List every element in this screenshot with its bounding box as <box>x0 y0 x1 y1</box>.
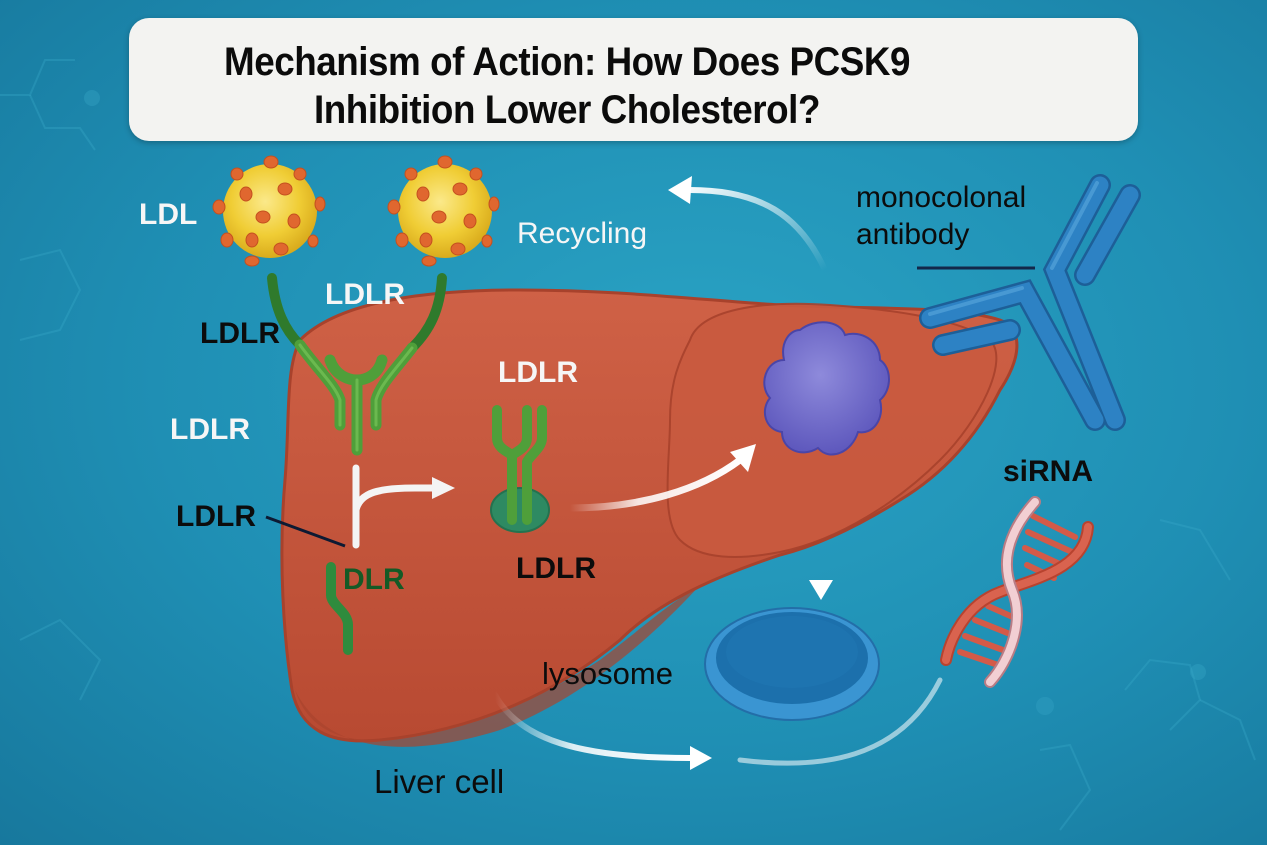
label-sirna: siRNA <box>1003 455 1094 488</box>
sirna-helix <box>940 496 1094 688</box>
ldlr-fragment <box>326 562 353 655</box>
recycling-arrow <box>668 176 828 273</box>
ldl-particle-right <box>387 155 500 267</box>
lysosome <box>704 607 880 721</box>
label-liver-cell: Liver cell <box>374 763 505 800</box>
label-monoclonal-line1: monocolonal <box>856 181 1027 214</box>
label-dlr-fragment: DLR <box>343 563 405 596</box>
complex-to-pcsk9-arrow <box>566 444 756 512</box>
title-banner: Mechanism of Action: How Does PCSK9 Inhi… <box>129 18 1138 141</box>
title-line-2: Inhibition Lower Cholesterol? <box>314 88 820 132</box>
label-ldlr-left-white: LDLR <box>170 413 250 446</box>
label-ldl: LDL <box>139 198 198 231</box>
title-line-1: Mechanism of Action: How Does PCSK9 <box>224 40 910 84</box>
background-molecule-pattern <box>0 59 1256 831</box>
pcsk9-protein <box>763 321 890 456</box>
label-ldlr-center-white: LDLR <box>498 356 578 389</box>
label-ldlr-left-black: LDLR <box>200 317 280 350</box>
bottom-flow-arrow <box>492 677 943 770</box>
pcsk9-to-lysosome-arrow <box>809 478 833 600</box>
inhibition-arrow <box>352 464 455 549</box>
ldl-particle-left <box>212 155 326 267</box>
monoclonal-antibody <box>919 174 1141 431</box>
ldlr-endosome-complex <box>490 405 550 533</box>
ldlr-pointer-line <box>265 515 346 548</box>
label-recycling: Recycling <box>517 217 648 250</box>
label-lysosome: lysosome <box>542 656 673 691</box>
label-ldlr-top: LDLR <box>325 278 405 311</box>
label-ldlr-pointer: LDLR <box>176 500 256 533</box>
label-monoclonal-line2: antibody <box>856 218 970 251</box>
ldl-receptor-surface <box>267 273 447 456</box>
label-ldlr-center-black: LDLR <box>516 552 596 585</box>
